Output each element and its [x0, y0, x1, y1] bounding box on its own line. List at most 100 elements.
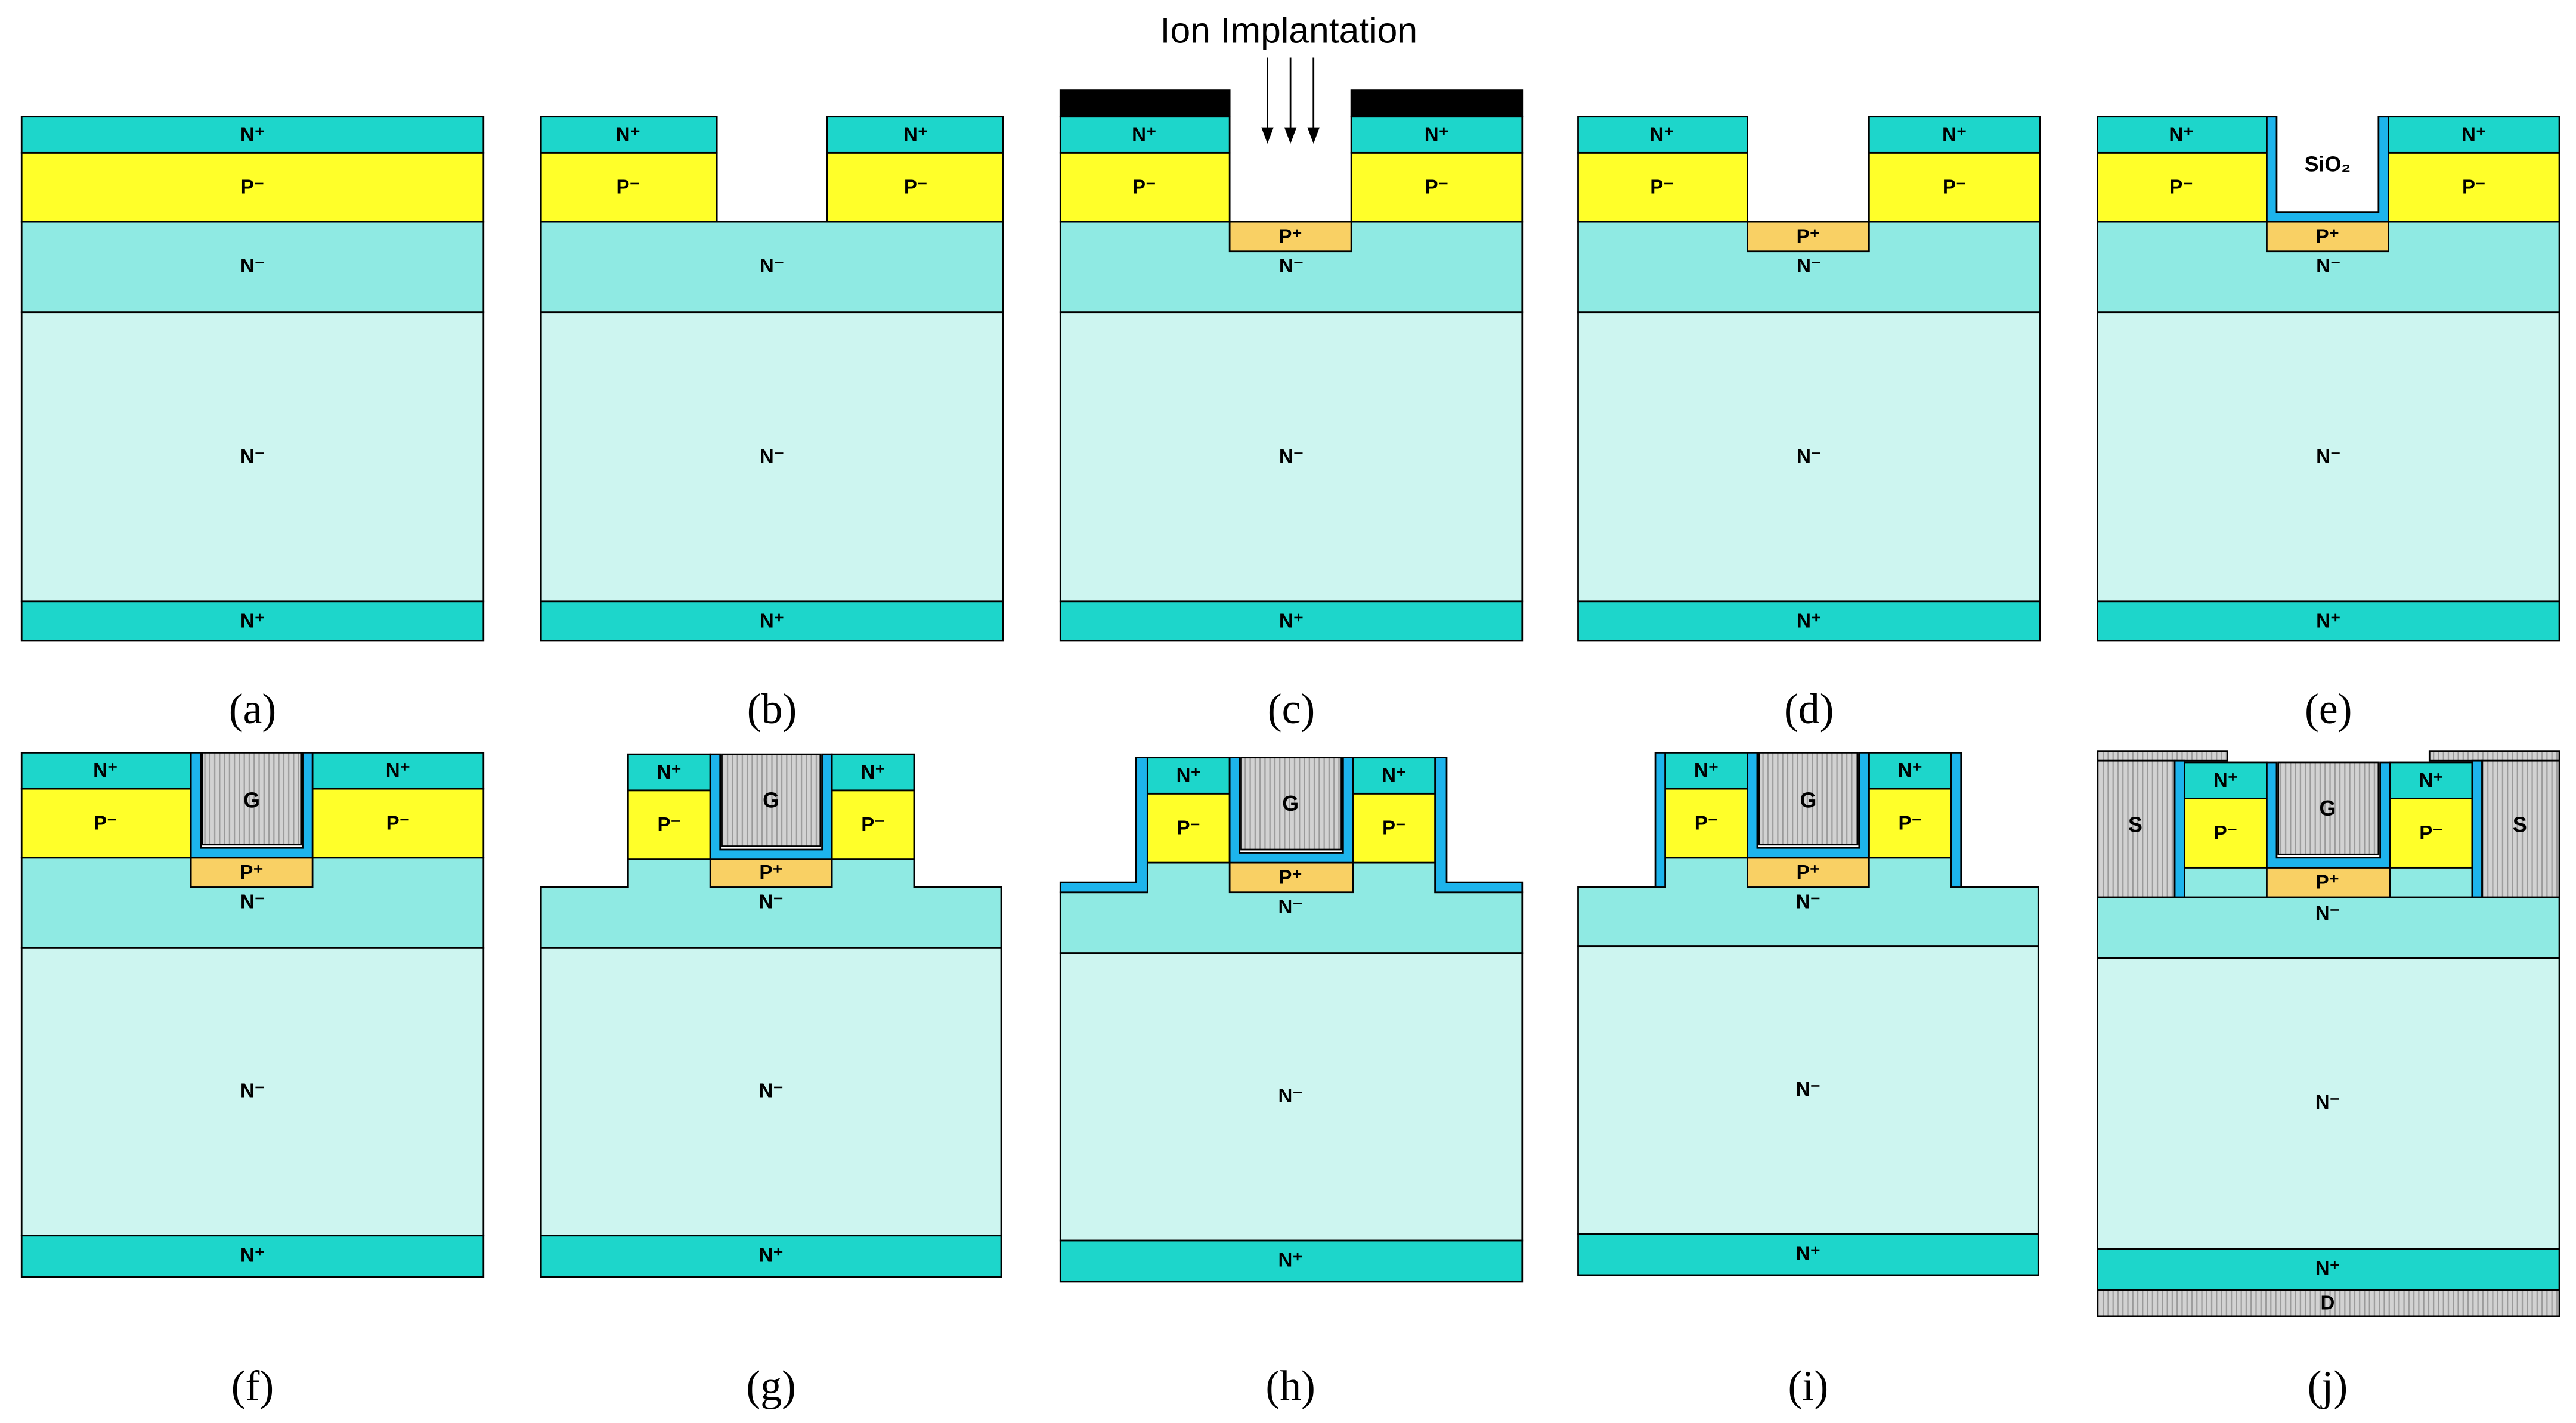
p-minus-body-left	[1664, 788, 1748, 859]
p-plus-shield	[1747, 857, 1870, 888]
n-minus-drift-region	[2097, 957, 2560, 1250]
n-plus-source-right	[826, 116, 1004, 154]
p-plus-label: P⁺	[1797, 861, 1820, 883]
n-plus-substrate	[1577, 600, 2041, 642]
n-plus-source-right	[1868, 116, 2041, 154]
n-plus-source-left	[627, 753, 711, 792]
n-minus-epi-region	[20, 221, 485, 314]
mask-right	[1350, 89, 1524, 118]
n-minus-drift-label: N⁻	[240, 1080, 265, 1102]
gate-electrode	[1758, 752, 1859, 846]
n-minus-drift-region	[1577, 311, 2041, 603]
n-minus-drift-region	[1577, 945, 2039, 1235]
p-minus-body	[20, 151, 485, 223]
mask-right-label: Mask	[1412, 92, 1462, 114]
source-right-label: S	[2513, 813, 2527, 837]
sidewall-spacer-right	[2471, 759, 2483, 898]
n-plus-source-right	[311, 752, 485, 790]
n-plus-left-label: N⁺	[1132, 124, 1156, 146]
n-minus-drift-label: N⁻	[760, 446, 784, 468]
p-plus-shield	[2266, 221, 2389, 253]
drain-metal	[2097, 1289, 2560, 1317]
n-plus-substrate	[1059, 600, 1524, 642]
step-a: N⁻N⁻N⁺P⁻N⁺(a)	[20, 116, 485, 733]
n-plus-substrate-label: N⁺	[758, 1244, 783, 1266]
p-plus-shield	[190, 857, 314, 888]
n-minus-drift-region	[1059, 952, 1524, 1242]
n-plus-source-layer	[20, 116, 485, 154]
p-minus-label: P⁻	[241, 176, 265, 199]
n-plus-left-label: N⁺	[1649, 124, 1674, 146]
step-b: N⁻N⁻N⁺P⁻N⁺P⁻N⁺(b)	[540, 116, 1004, 733]
n-plus-substrate	[2097, 600, 2560, 642]
n-minus-epi-label: N⁻	[1279, 255, 1304, 277]
p-plus-label: P⁺	[1278, 225, 1302, 247]
n-plus-substrate	[2097, 1248, 2560, 1291]
n-plus-source-right	[2389, 761, 2473, 799]
sio2-liner	[2266, 116, 2389, 223]
p-plus-label: P⁺	[1797, 225, 1820, 247]
n-plus-source-right	[2387, 116, 2560, 154]
p-plus-shield	[1228, 861, 1354, 894]
p-minus-right-label: P⁻	[1943, 176, 1967, 199]
n-minus-drift-label: N⁻	[1796, 1078, 1820, 1100]
n-plus-substrate-label: N⁺	[1796, 1243, 1820, 1265]
gate-electrode	[721, 753, 822, 847]
figure-title: Ion Implantation	[1160, 10, 1417, 51]
n-plus-source-label: N⁺	[240, 124, 265, 146]
step-d: N⁻N⁻N⁺P⁻N⁺P⁻N⁺P⁺(d)	[1577, 116, 2041, 733]
n-minus-epi-label: N⁻	[240, 255, 265, 277]
n-plus-right-label: N⁺	[1382, 764, 1406, 786]
p-minus-body-right	[1352, 792, 1436, 864]
gate-label: G	[1282, 792, 1299, 816]
source-left-label: S	[2128, 813, 2142, 837]
caption-j: (j)	[2308, 1362, 2348, 1409]
p-plus-shield	[1747, 221, 1870, 253]
p-minus-body-right	[311, 788, 485, 859]
n-plus-right-label: N⁺	[1942, 124, 1967, 146]
caption-c: (c)	[1268, 685, 1315, 733]
n-plus-right-label: N⁺	[386, 759, 410, 782]
n-minus-epi-label: N⁻	[1797, 255, 1821, 277]
caption-a: (a)	[229, 685, 277, 733]
n-minus-drift-label: N⁻	[1278, 1085, 1302, 1107]
p-minus-left-label: P⁻	[2169, 176, 2193, 199]
n-plus-left-label: N⁺	[1176, 764, 1201, 786]
p-minus-left-label: P⁻	[94, 812, 117, 834]
p-minus-right-label: P⁻	[2462, 176, 2486, 199]
n-plus-left-label: N⁺	[2213, 770, 2238, 792]
caption-d: (d)	[1784, 685, 1834, 733]
n-plus-source-left	[2097, 116, 2268, 154]
p-minus-body-right	[1868, 151, 2041, 223]
p-minus-body-left	[1577, 151, 1748, 223]
n-plus-substrate	[540, 600, 1004, 642]
n-plus-left-label: N⁺	[2169, 124, 2193, 146]
process-steps: N⁻N⁻N⁺P⁻N⁺(a)N⁻N⁻N⁺P⁻N⁺P⁻N⁺(b)N⁻N⁻N⁺P⁻N⁺…	[20, 89, 2560, 1409]
sidewall-oxide-right	[1434, 757, 1524, 894]
n-minus-epi-label: N⁻	[758, 891, 783, 913]
sidewall-spacer-left	[2174, 759, 2185, 898]
n-plus-left-label: N⁺	[616, 124, 640, 146]
n-minus-epi-label: N⁻	[1278, 896, 1302, 918]
n-plus-substrate-label: N⁺	[760, 610, 784, 632]
p-minus-body-left	[1059, 151, 1231, 223]
n-plus-right-label: N⁺	[2419, 770, 2443, 792]
n-minus-epi-label: N⁻	[2316, 255, 2340, 277]
p-plus-shield	[709, 858, 833, 888]
step-h: N⁻N⁻N⁺P⁻N⁺P⁻N⁺P⁺G(h)	[1059, 757, 1524, 1409]
n-minus-drift-region	[540, 947, 1002, 1237]
sidewall-spacer-left	[1654, 752, 1666, 888]
n-plus-substrate	[540, 1235, 1002, 1278]
step-f: N⁻N⁻N⁺P⁻N⁺P⁻N⁺P⁺G(f)	[20, 752, 485, 1409]
p-minus-left-label: P⁻	[1176, 817, 1200, 839]
n-minus-drift-label: N⁻	[240, 446, 265, 468]
n-plus-source-right	[1350, 116, 1524, 154]
n-plus-left-label: N⁺	[657, 761, 682, 783]
implant-arrows	[1261, 57, 1320, 144]
n-plus-right-label: N⁺	[1898, 759, 1922, 782]
caption-f: (f)	[231, 1362, 274, 1409]
n-plus-right-label: N⁺	[2462, 124, 2486, 146]
n-plus-source-left	[1577, 116, 1748, 154]
